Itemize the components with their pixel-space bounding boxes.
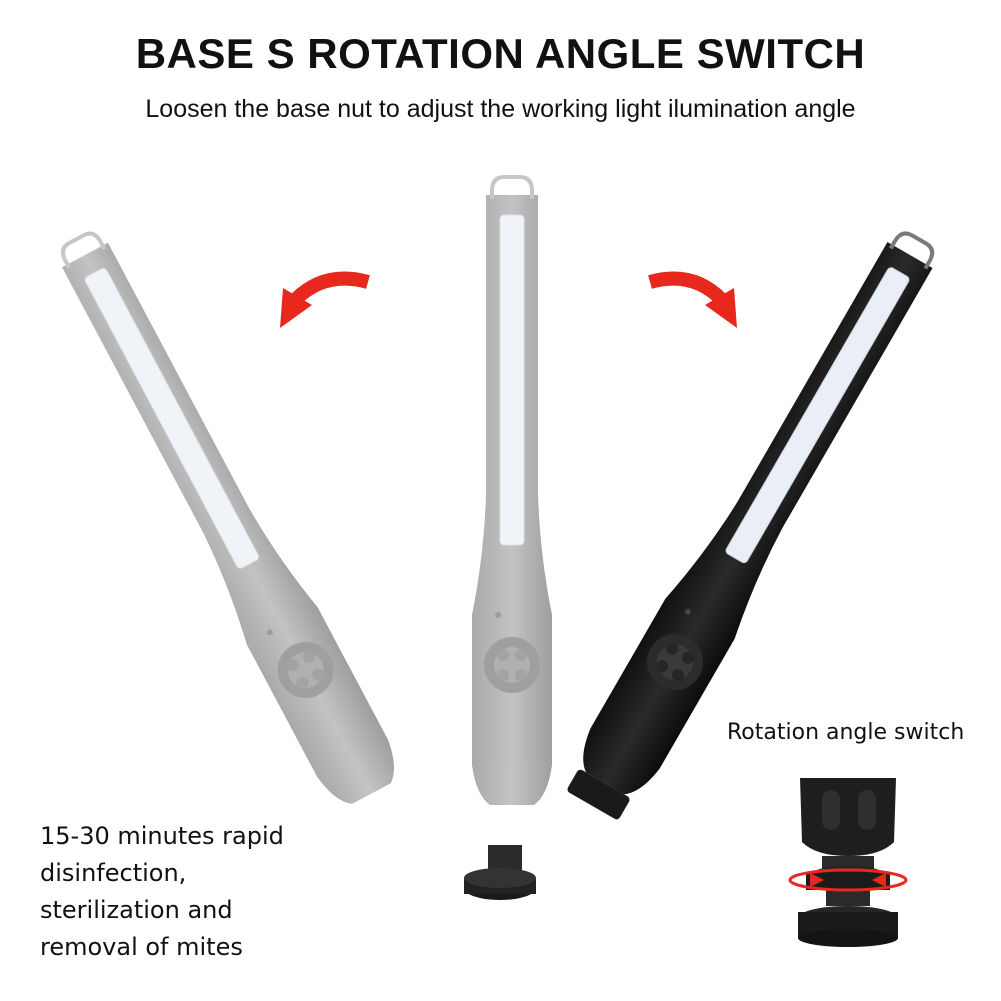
rotation-switch-detail: [798, 778, 898, 947]
caption-line: 15-30 minutes rapid: [40, 822, 284, 850]
rotation-circle-arrow-icon: [788, 868, 908, 892]
rotate-left-arrow-icon: [280, 271, 370, 328]
lamp-left-ghost: [41, 220, 406, 812]
base-nut: [464, 845, 536, 900]
caption-line: disinfection,: [40, 859, 187, 887]
page-subtitle: Loosen the base nut to adjust the workin…: [145, 95, 856, 123]
lamp-center-ghost: [470, 175, 554, 807]
caption-line: removal of mites: [40, 933, 243, 961]
caption-line: sterilization and: [40, 896, 233, 924]
rotate-right-arrow-icon: [648, 271, 737, 328]
lamp-right-dark: [567, 231, 935, 820]
rotation-switch-label: Rotation angle switch: [727, 720, 965, 745]
feature-caption: 15-30 minutes rapid disinfection, steril…: [40, 818, 340, 966]
page-title: BASE S ROTATION ANGLE SWITCH: [135, 30, 866, 77]
